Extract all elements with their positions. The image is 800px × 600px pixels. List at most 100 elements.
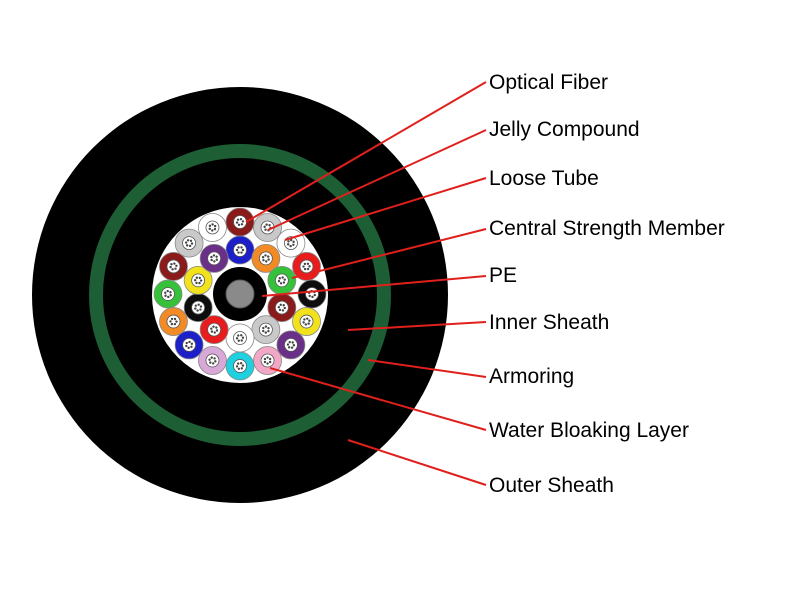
optical-fiber (166, 289, 169, 293)
optical-fiber (263, 225, 266, 229)
optical-fiber (267, 329, 270, 333)
leader-water-blocking-layer (269, 367, 487, 431)
optical-fiber (237, 223, 241, 227)
optical-fiber (265, 260, 268, 263)
optical-fiber (194, 307, 197, 310)
jelly-compound (207, 251, 222, 266)
leader-inner-sheath (347, 321, 487, 331)
optical-fiber (240, 339, 243, 342)
optical-fiber (278, 277, 281, 280)
optical-fiber (173, 262, 176, 265)
optical-fiber (214, 360, 217, 363)
label-optical-fiber: Optical Fiber (489, 71, 609, 94)
optical-fiber (171, 268, 174, 271)
label-water-blocking-layer: Water Bloaking Layer (489, 419, 689, 442)
label-loose-tube: Loose Tube (489, 167, 599, 190)
optical-fiber (313, 293, 317, 297)
optical-fiber (175, 264, 178, 267)
jelly-compound (182, 338, 196, 352)
loose-tube (276, 228, 306, 258)
loose-tube (225, 207, 255, 237)
optical-fiber (279, 303, 282, 307)
optical-fiber (239, 217, 243, 221)
optical-fiber (287, 240, 290, 243)
optical-fiber (240, 223, 244, 226)
optical-fiber (240, 246, 243, 249)
optical-fiber (190, 242, 194, 245)
optical-fiber (215, 258, 219, 261)
optical-fiber (237, 334, 240, 337)
leader-optical-fiber (245, 81, 487, 223)
leader-armoring (367, 359, 487, 378)
optical-fiber (198, 276, 202, 280)
optical-fiber (265, 223, 268, 226)
optical-fiber (185, 244, 189, 247)
loose-tube (153, 279, 183, 309)
optical-fiber (303, 318, 306, 321)
optical-fiber (195, 281, 198, 285)
optical-fiber (291, 341, 294, 344)
optical-fiber (198, 281, 201, 285)
optical-fiber (215, 329, 219, 332)
optical-fiber (268, 224, 271, 227)
loose-tube (267, 293, 297, 322)
optical-fiber (286, 243, 290, 246)
optical-fiber (283, 306, 287, 310)
optical-fiber (263, 360, 267, 364)
label-inner-sheath: Inner Sheath (489, 311, 610, 334)
optical-fiber (235, 248, 239, 252)
loose-tube (174, 228, 204, 258)
optical-fiber (170, 263, 173, 266)
optical-fiber (281, 276, 284, 279)
optical-fiber (237, 246, 240, 249)
optical-fiber (282, 281, 286, 284)
jelly-compound (161, 287, 175, 301)
optical-fiber (240, 334, 243, 337)
jelly-compound (191, 273, 206, 288)
optical-fiber (175, 320, 178, 323)
optical-fiber (241, 336, 245, 339)
leader-central-strength-member (291, 228, 487, 279)
jelly-compound (182, 236, 196, 250)
optical-fiber (237, 339, 240, 342)
optical-fiber (264, 325, 268, 328)
optical-fiber (194, 304, 198, 307)
jelly-compound (205, 220, 220, 235)
optical-fiber (278, 308, 282, 312)
optical-fiber (307, 322, 310, 325)
loose-tube (253, 213, 282, 242)
label-armoring: Armoring (489, 365, 575, 388)
optical-fiber (189, 239, 193, 242)
optical-fiber (212, 362, 215, 365)
optical-fiber (197, 303, 200, 306)
optical-fiber (210, 330, 214, 333)
loose-tube (267, 266, 297, 295)
optical-fiber (213, 227, 217, 231)
label-outer-sheath: Outer Sheath (489, 474, 614, 497)
optical-fiber (190, 345, 193, 348)
loose-tube (297, 279, 327, 309)
optical-fiber (290, 346, 294, 349)
jelly-compound (166, 314, 181, 329)
optical-fiber (169, 294, 172, 297)
optical-fiber (264, 331, 267, 334)
optical-fiber (303, 262, 307, 266)
optical-fiber (213, 224, 217, 228)
optical-fiber (241, 248, 245, 252)
loose-tube (199, 244, 229, 273)
optical-fiber (235, 365, 239, 368)
optical-fiber (213, 357, 216, 360)
optical-fiber (208, 358, 211, 361)
optical-fiber (262, 259, 265, 262)
optical-fiber (240, 251, 243, 254)
optical-fiber (208, 224, 212, 228)
optical-fiber (266, 356, 269, 359)
optical-fiber (262, 329, 265, 333)
label-jelly-compound: Jelly Compound (489, 118, 640, 141)
leader-loose-tube (284, 177, 487, 241)
optical-fiber (236, 362, 240, 365)
optical-fiber (193, 279, 197, 282)
optical-fiber (185, 341, 188, 345)
